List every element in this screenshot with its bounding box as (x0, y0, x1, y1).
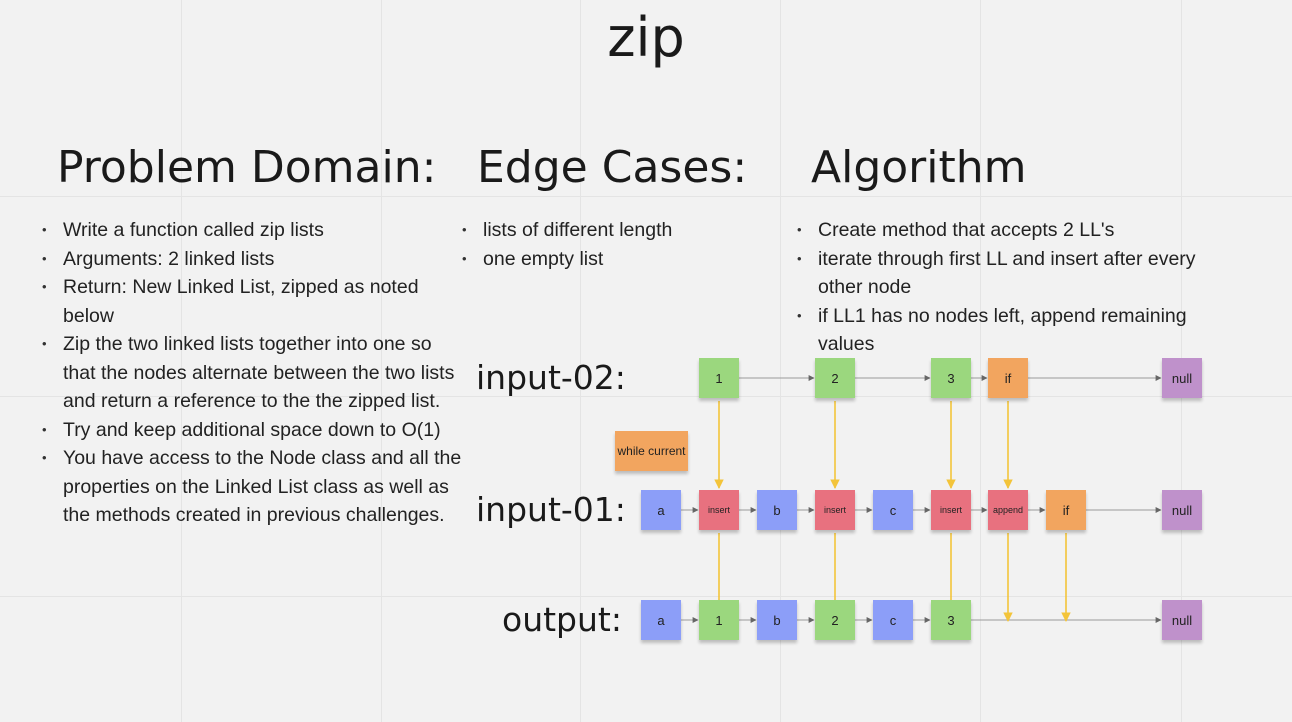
list-item: You have access to the Node class and al… (42, 444, 467, 530)
problem-domain-list: Write a function called zip lists Argume… (42, 216, 467, 530)
node-output[interactable]: a (641, 600, 681, 640)
board-title: zip (607, 6, 685, 69)
grid-line (0, 396, 1292, 397)
node-input01[interactable]: if (1046, 490, 1086, 530)
node-input01[interactable]: insert (699, 490, 739, 530)
node-input01[interactable]: insert (815, 490, 855, 530)
grid-line (0, 596, 1292, 597)
grid-line (780, 0, 781, 722)
node-output[interactable]: 1 (699, 600, 739, 640)
list-item: Return: New Linked List, zipped as noted… (42, 273, 467, 330)
algorithm-list: Create method that accepts 2 LL's iterat… (797, 216, 1227, 359)
list-item: one empty list (462, 245, 762, 274)
row-label-input-01: input-01: (476, 490, 626, 529)
list-item: if LL1 has no nodes left, append remaini… (797, 302, 1227, 359)
node-input02[interactable]: 3 (931, 358, 971, 398)
row-label-output: output: (502, 600, 622, 639)
node-input01[interactable]: a (641, 490, 681, 530)
node-output[interactable]: 3 (931, 600, 971, 640)
node-input01[interactable]: insert (931, 490, 971, 530)
list-item: Write a function called zip lists (42, 216, 467, 245)
node-input01[interactable]: null (1162, 490, 1202, 530)
node-input02[interactable]: 2 (815, 358, 855, 398)
list-item: Try and keep additional space down to O(… (42, 416, 467, 445)
row-label-input-02: input-02: (476, 358, 626, 397)
node-input01[interactable]: b (757, 490, 797, 530)
node-output[interactable]: c (873, 600, 913, 640)
node-input02[interactable]: 1 (699, 358, 739, 398)
node-output[interactable]: b (757, 600, 797, 640)
edge-cases-list: lists of different length one empty list (462, 216, 762, 273)
list-item: lists of different length (462, 216, 762, 245)
problem-domain-heading: Problem Domain: (57, 142, 437, 193)
node-input01[interactable]: append (988, 490, 1028, 530)
while-current-note[interactable]: while current (615, 431, 688, 471)
node-output[interactable]: 2 (815, 600, 855, 640)
list-item: Create method that accepts 2 LL's (797, 216, 1227, 245)
algorithm-heading: Algorithm (811, 142, 1027, 193)
node-output[interactable]: null (1162, 600, 1202, 640)
grid-line (980, 0, 981, 722)
grid-line (580, 0, 581, 722)
node-input02[interactable]: if (988, 358, 1028, 398)
list-item: Zip the two linked lists together into o… (42, 330, 467, 416)
edge-cases-heading: Edge Cases: (477, 142, 748, 193)
list-item: iterate through first LL and insert afte… (797, 245, 1227, 302)
grid-line (0, 196, 1292, 197)
node-input01[interactable]: c (873, 490, 913, 530)
node-input02[interactable]: null (1162, 358, 1202, 398)
list-item: Arguments: 2 linked lists (42, 245, 467, 274)
